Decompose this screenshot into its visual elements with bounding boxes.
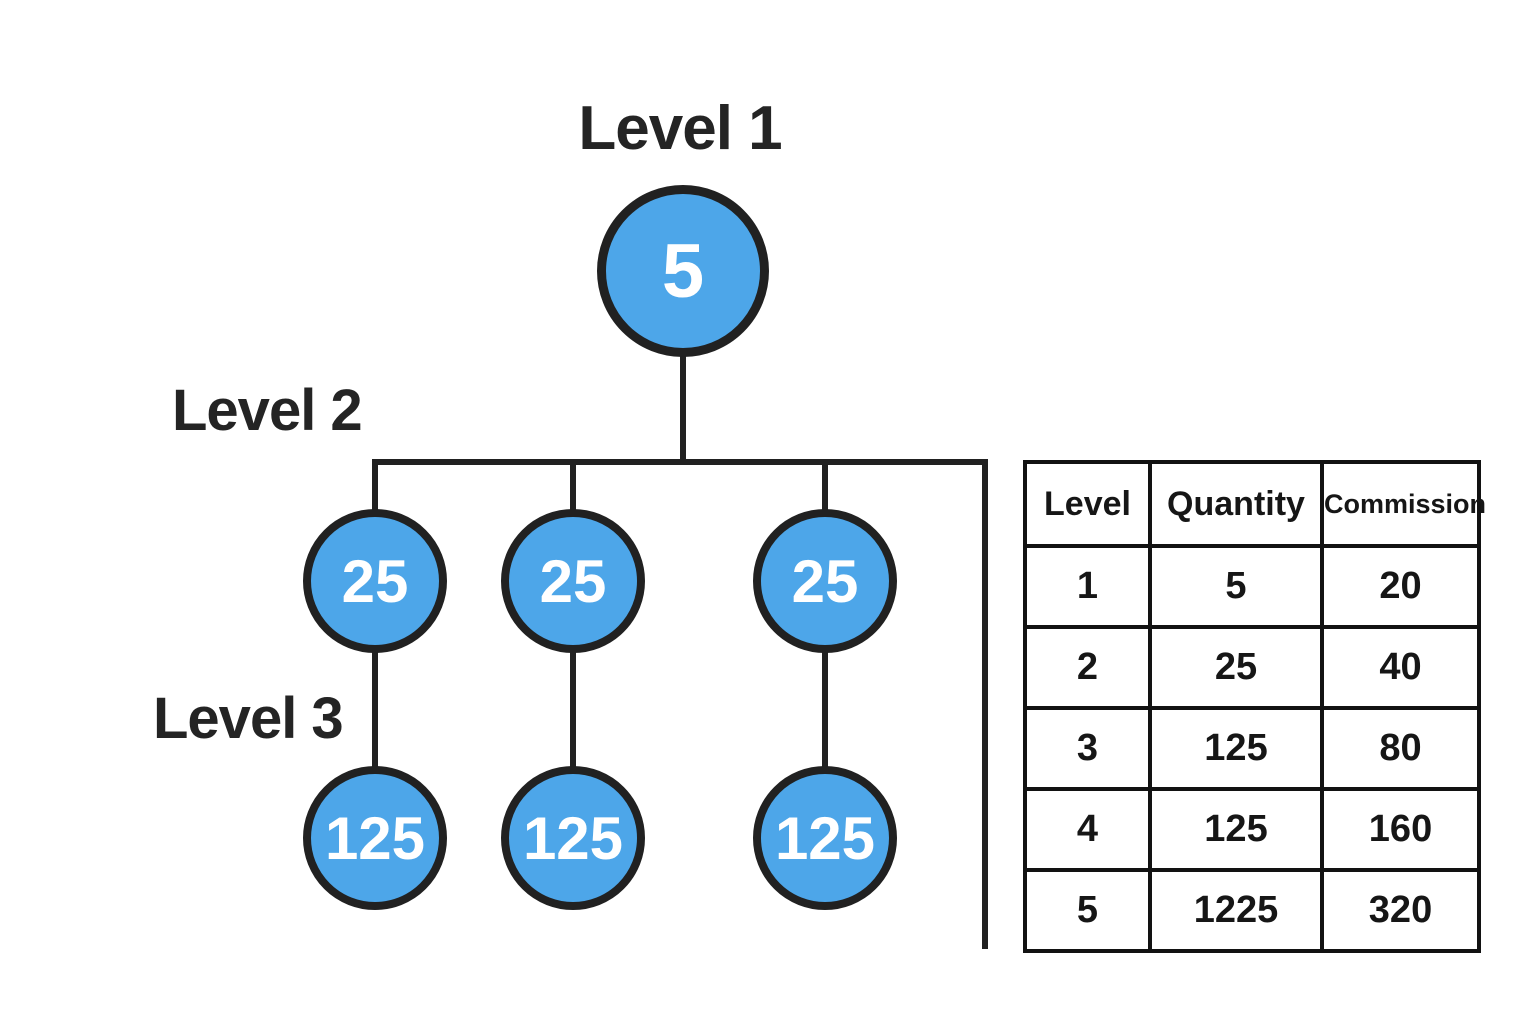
table-row: 1 5 20 — [1023, 544, 1481, 629]
column-header-quantity: Quantity — [1148, 460, 1324, 548]
node-value: 25 — [539, 547, 607, 615]
table-row: 4 125 160 — [1023, 787, 1481, 872]
connector-line-c — [822, 648, 828, 770]
level-2-label: Level 2 — [172, 378, 363, 443]
table-row: 5 1225 320 — [1023, 868, 1481, 953]
cell-quantity: 25 — [1148, 625, 1324, 710]
level-3-label: Level 3 — [153, 686, 344, 751]
level-1-label: Level 1 — [578, 94, 782, 163]
cell-commission: 20 — [1320, 544, 1481, 629]
level-1-node: 5 — [597, 185, 769, 357]
branch-horizontal-line — [372, 459, 988, 465]
cell-quantity: 5 — [1148, 544, 1324, 629]
column-header-level: Level — [1023, 460, 1152, 548]
branch-drop-line-b — [570, 459, 576, 517]
commission-table: Level Quantity Commission 1 5 20 2 25 40… — [1023, 460, 1486, 953]
cell-level: 5 — [1023, 868, 1152, 953]
node-value: 5 — [661, 228, 705, 314]
table-header-row: Level Quantity Commission — [1023, 460, 1486, 548]
cell-level: 2 — [1023, 625, 1152, 710]
cell-commission: 80 — [1320, 706, 1481, 791]
level-2-node-2: 25 — [501, 509, 645, 653]
cell-quantity: 125 — [1148, 706, 1324, 791]
cell-commission: 160 — [1320, 787, 1481, 872]
cell-commission: 40 — [1320, 625, 1481, 710]
cell-level: 3 — [1023, 706, 1152, 791]
level-3-node-2: 125 — [501, 766, 645, 910]
branch-right-tail-line — [982, 459, 988, 949]
node-value: 125 — [774, 804, 876, 872]
cell-quantity: 1225 — [1148, 868, 1324, 953]
connector-line-b — [570, 648, 576, 770]
cell-level: 1 — [1023, 544, 1152, 629]
cell-level: 4 — [1023, 787, 1152, 872]
node-value: 25 — [341, 547, 409, 615]
table-row: 3 125 80 — [1023, 706, 1481, 791]
column-header-commission: Commission — [1320, 460, 1486, 548]
cell-quantity: 125 — [1148, 787, 1324, 872]
level-3-node-3: 125 — [753, 766, 897, 910]
node-value: 125 — [522, 804, 624, 872]
branch-drop-line-a — [372, 459, 378, 517]
cell-commission: 320 — [1320, 868, 1481, 953]
node-value: 25 — [791, 547, 859, 615]
node-value: 125 — [324, 804, 426, 872]
root-stem-line — [680, 352, 686, 464]
connector-line-a — [372, 648, 378, 770]
table-row: 2 25 40 — [1023, 625, 1481, 710]
branch-drop-line-c — [822, 459, 828, 517]
level-3-node-1: 125 — [303, 766, 447, 910]
level-2-node-1: 25 — [303, 509, 447, 653]
level-2-node-3: 25 — [753, 509, 897, 653]
